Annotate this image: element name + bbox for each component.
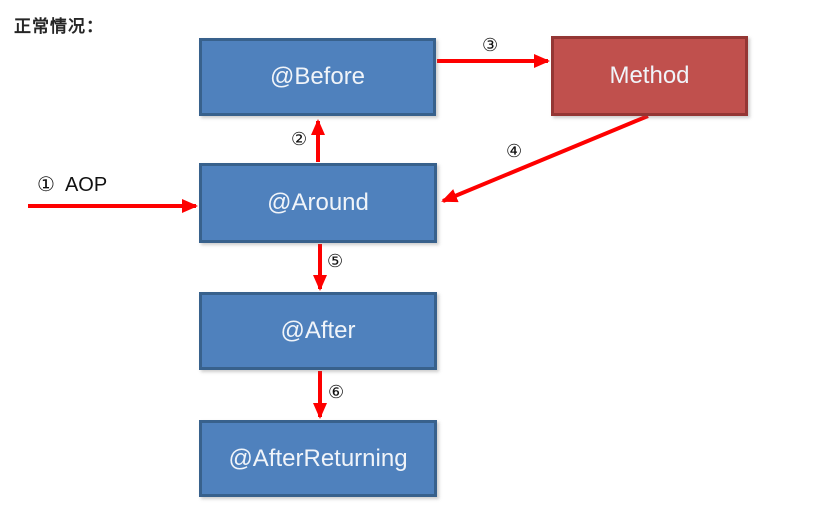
method-node: Method [551,36,748,116]
before-node: @Before [199,38,436,116]
step6-label: ⑥ [328,382,345,402]
step4-label: ④ [506,141,523,161]
before-node-label: @Before [269,63,366,90]
after-returning-node-label: @AfterReturning [228,444,408,472]
arrow-4-method-to-around [441,114,649,203]
after-returning-node: @AfterReturning [199,420,437,497]
step5-label: ⑤ [327,251,344,271]
step3-label: ③ [482,35,499,55]
after-node: @After [199,292,437,370]
around-node: @Around [199,163,437,243]
step1-aop-label: ① AOP [37,174,108,196]
after-node-label: @After [280,317,356,344]
method-node-label: Method [609,62,690,89]
step2-label: ② [291,129,308,149]
diagram-title: 正常情况： [14,17,104,36]
around-node-label: @Around [267,189,369,216]
